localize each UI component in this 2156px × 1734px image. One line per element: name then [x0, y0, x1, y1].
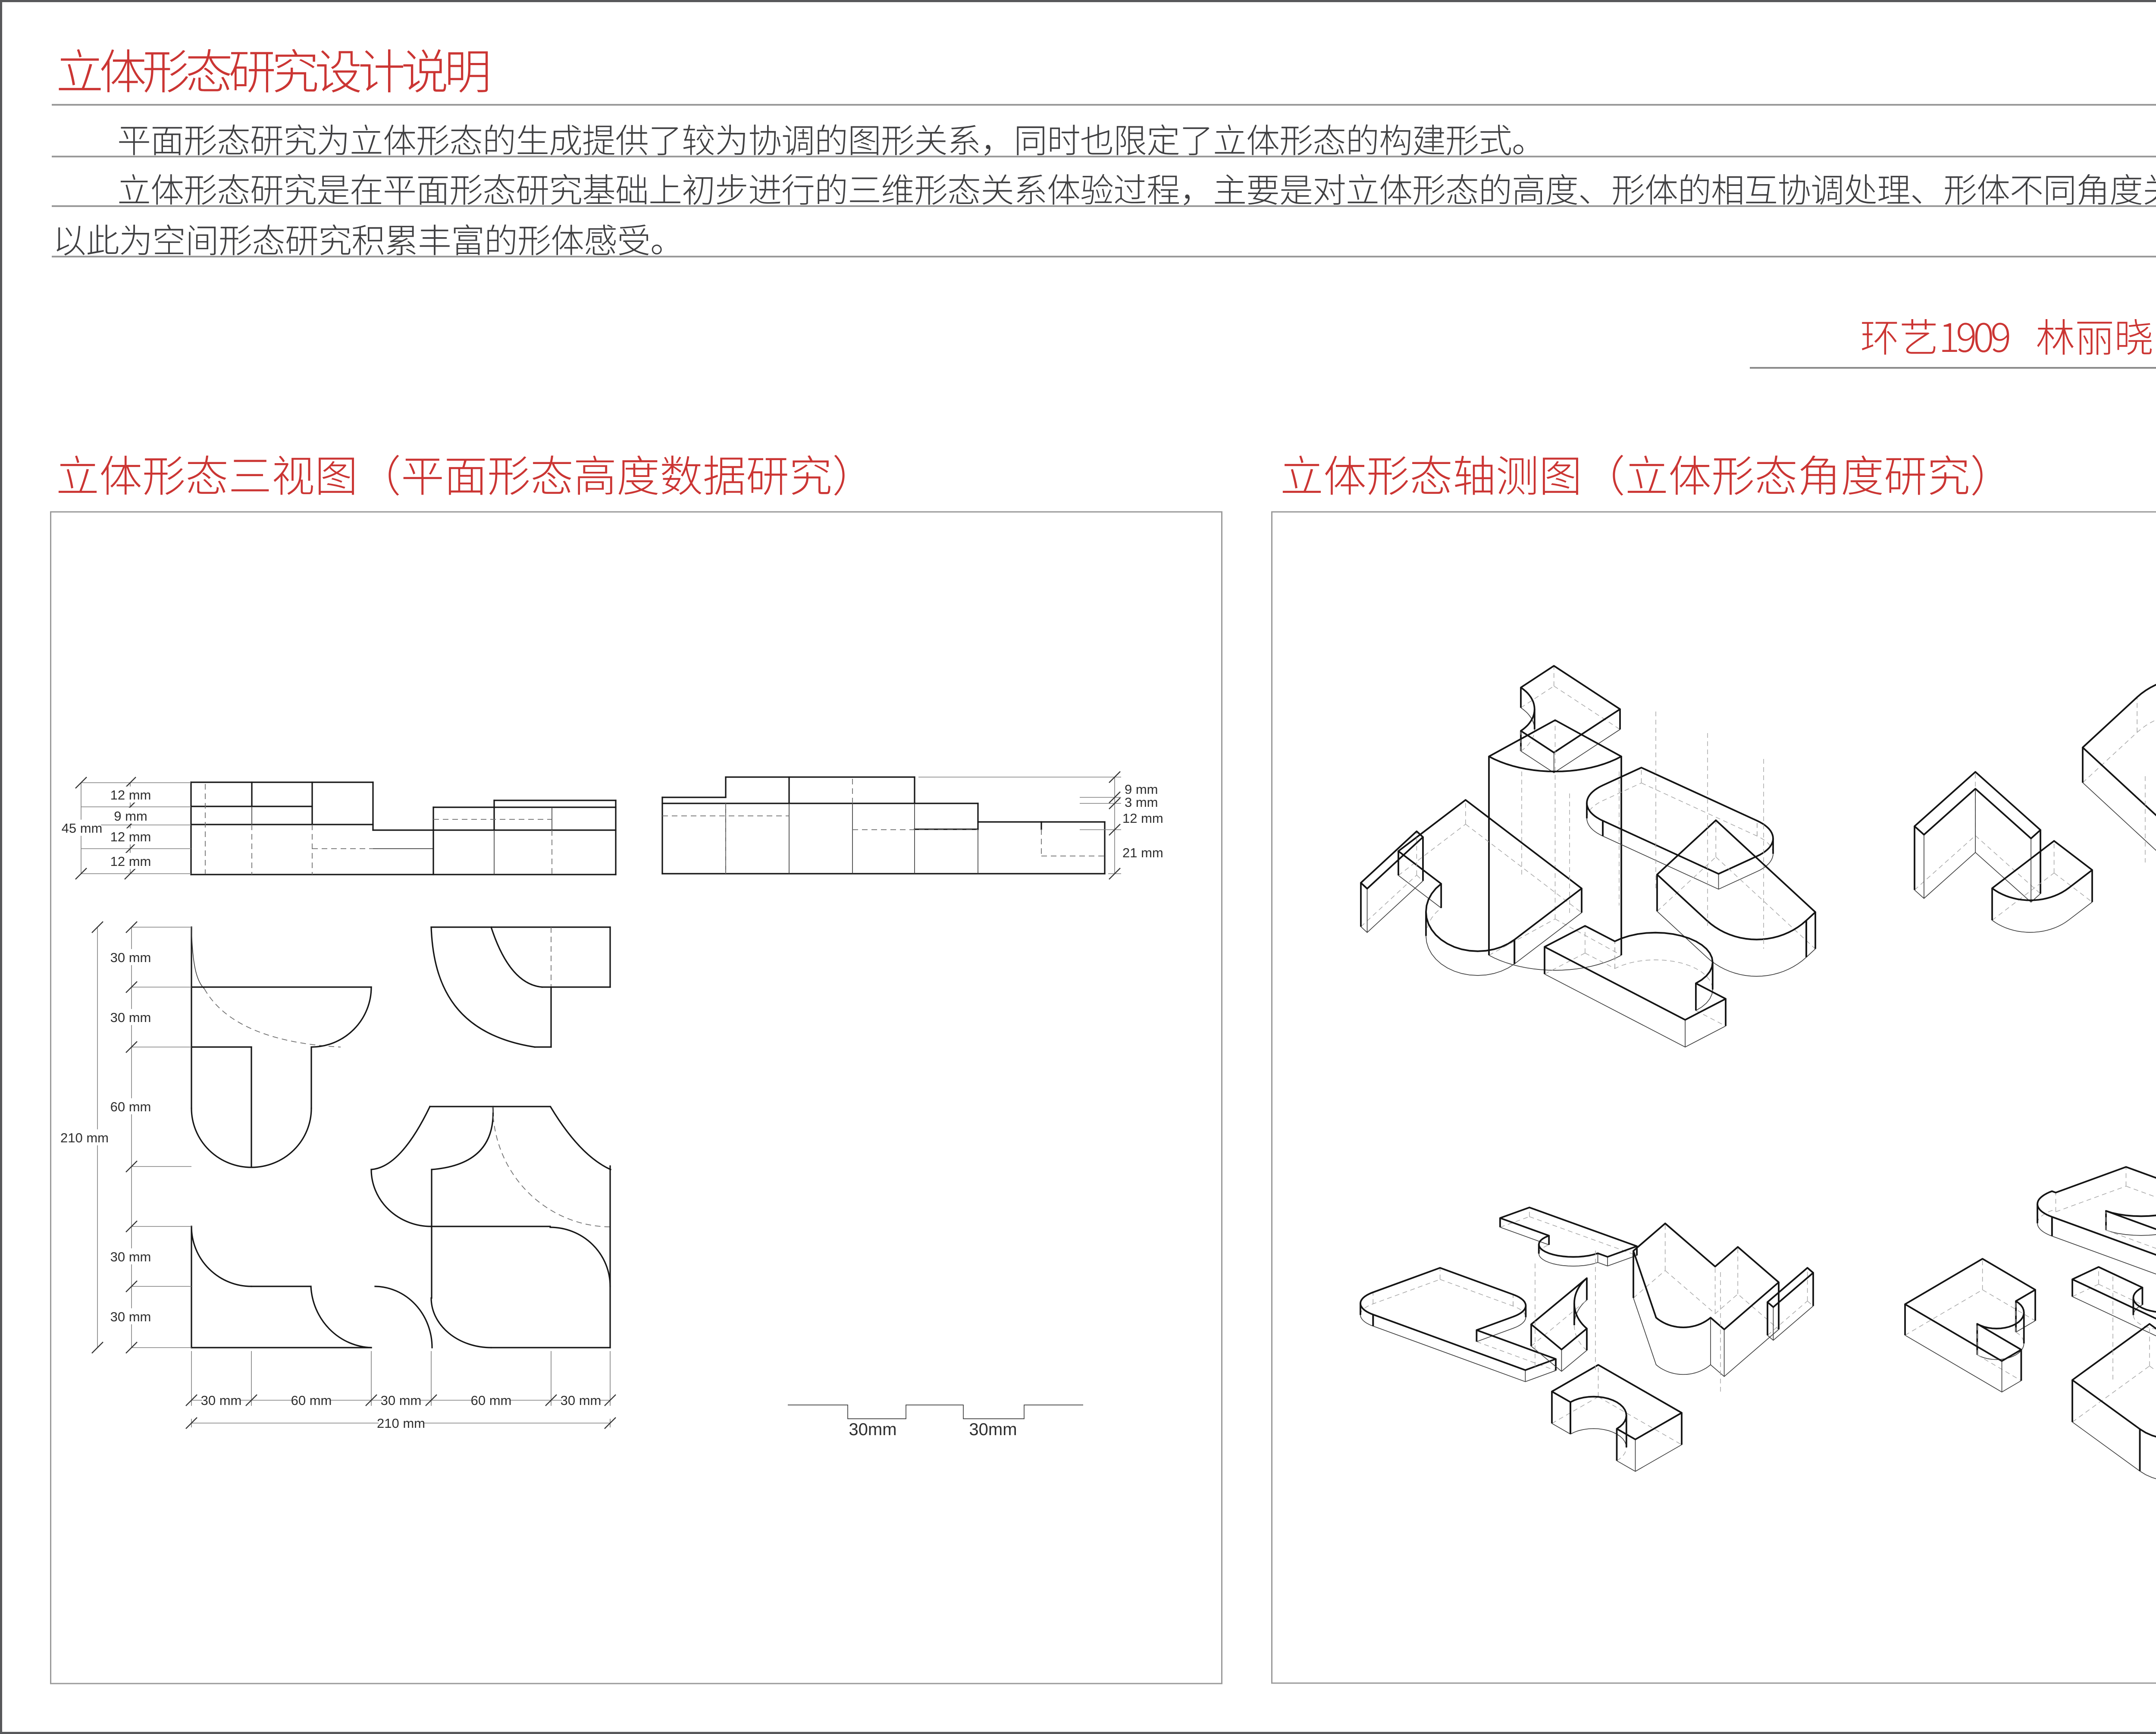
- svg-text:30mm: 30mm: [969, 1420, 1017, 1439]
- svg-text:30 mm: 30 mm: [381, 1393, 422, 1408]
- svg-text:3 mm: 3 mm: [1125, 795, 1158, 810]
- svg-text:12 mm: 12 mm: [1122, 811, 1163, 826]
- svg-text:30mm: 30mm: [849, 1420, 896, 1439]
- svg-text:30 mm: 30 mm: [110, 950, 151, 965]
- svg-text:60 mm: 60 mm: [291, 1393, 332, 1408]
- svg-text:60 mm: 60 mm: [471, 1393, 512, 1408]
- svg-text:30 mm: 30 mm: [561, 1393, 602, 1408]
- svg-text:30 mm: 30 mm: [110, 1010, 151, 1025]
- svg-text:21 mm: 21 mm: [1122, 845, 1163, 860]
- svg-text:30 mm: 30 mm: [110, 1309, 151, 1324]
- svg-text:210 mm: 210 mm: [377, 1416, 425, 1431]
- svg-text:12 mm: 12 mm: [110, 787, 151, 803]
- svg-text:30 mm: 30 mm: [110, 1249, 151, 1264]
- svg-text:45 mm: 45 mm: [62, 821, 103, 836]
- svg-text:12 mm: 12 mm: [110, 829, 151, 844]
- svg-text:60 mm: 60 mm: [110, 1099, 151, 1114]
- svg-text:12 mm: 12 mm: [110, 854, 151, 869]
- svg-text:210 mm: 210 mm: [60, 1130, 109, 1145]
- svg-text:30 mm: 30 mm: [201, 1393, 242, 1408]
- svg-text:9 mm: 9 mm: [114, 809, 147, 824]
